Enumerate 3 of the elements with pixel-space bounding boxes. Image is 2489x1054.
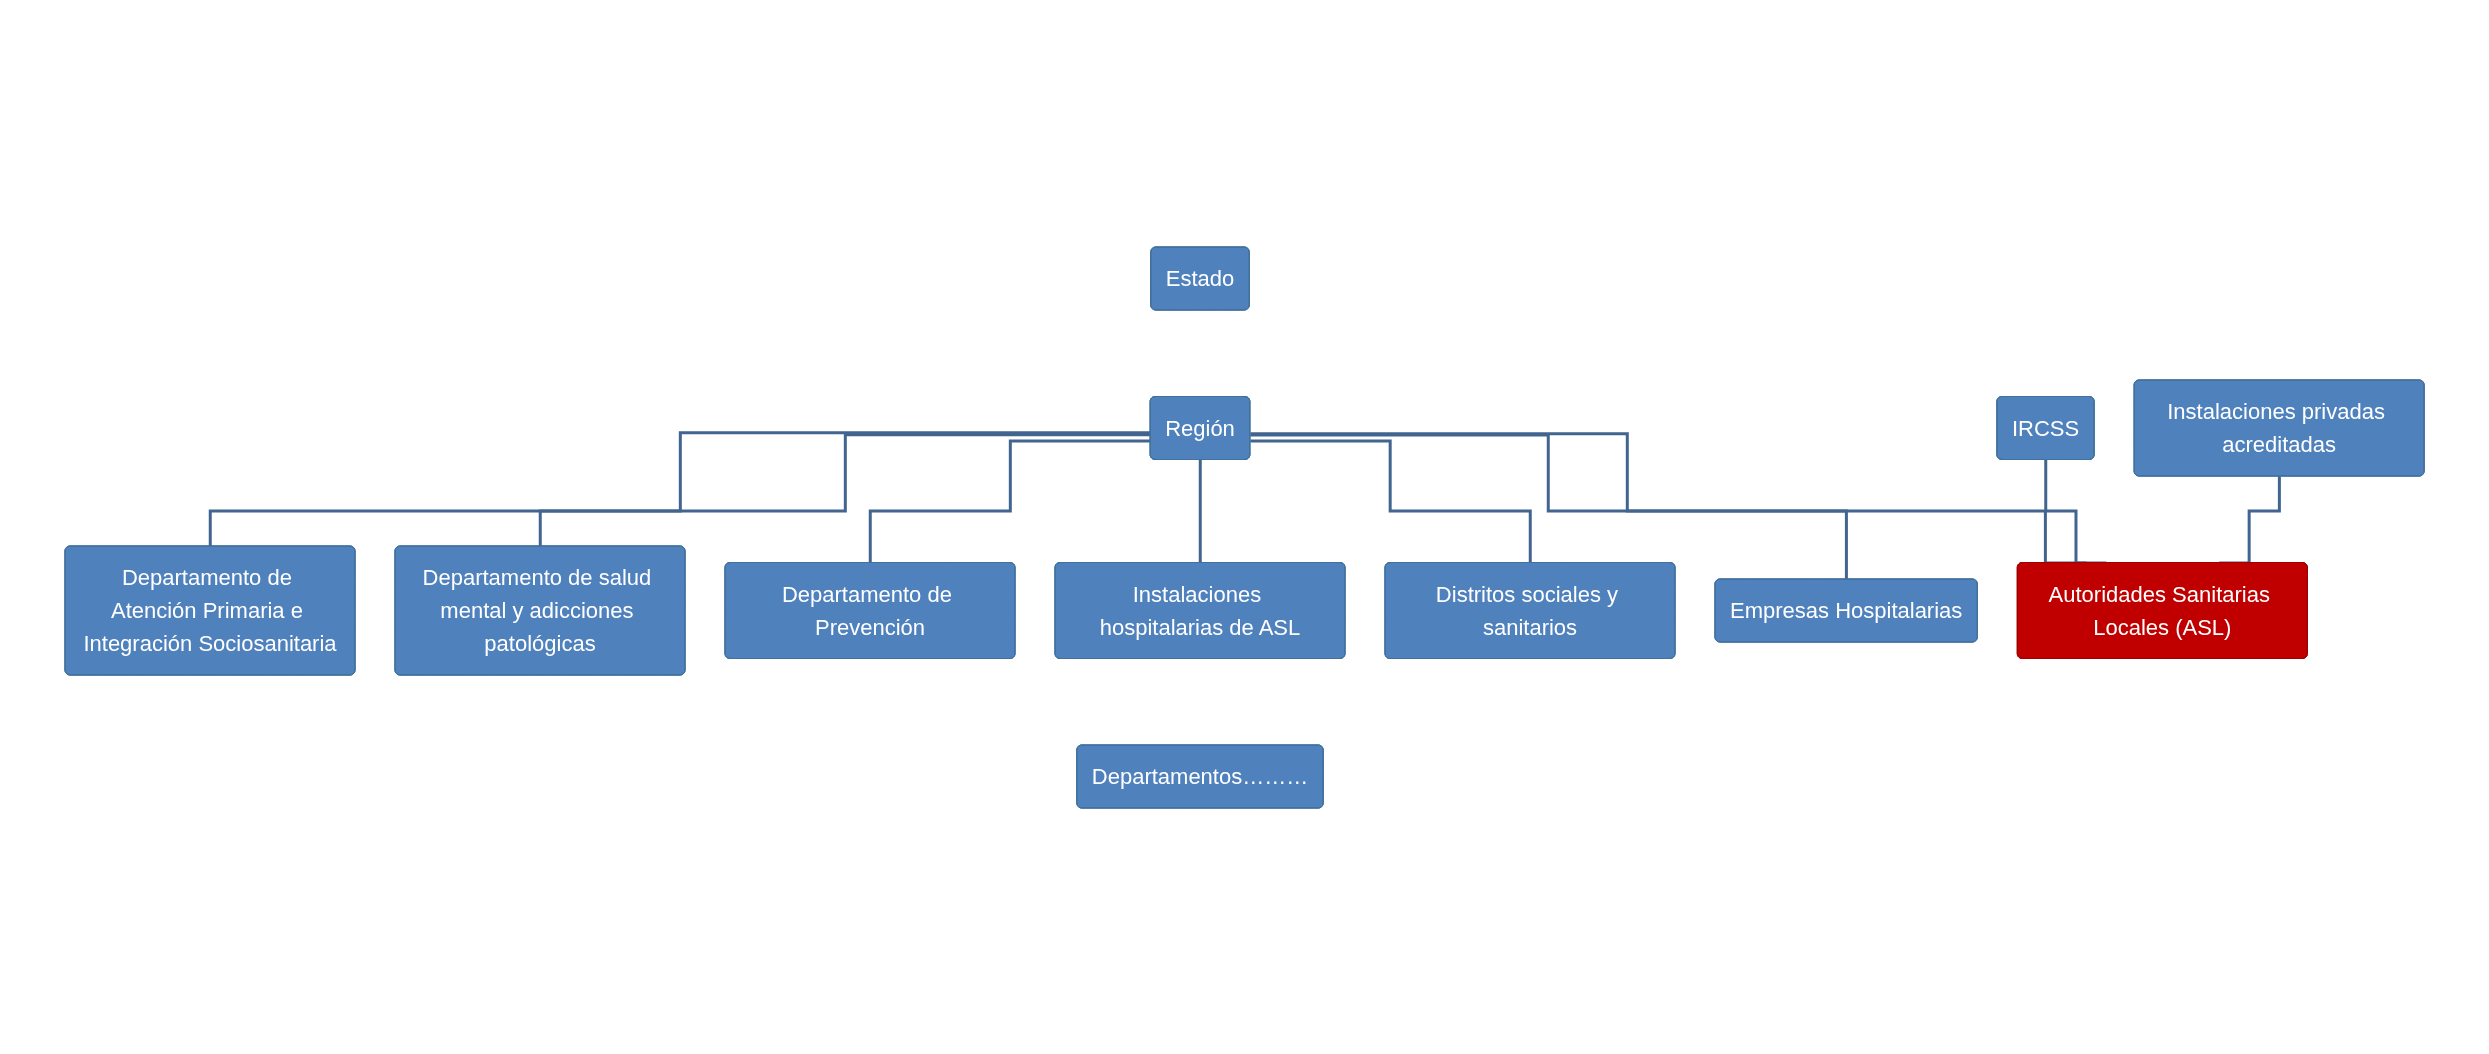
- connector: [1198, 458, 1202, 564]
- connector: [1250, 439, 1532, 564]
- connector: [868, 439, 1151, 564]
